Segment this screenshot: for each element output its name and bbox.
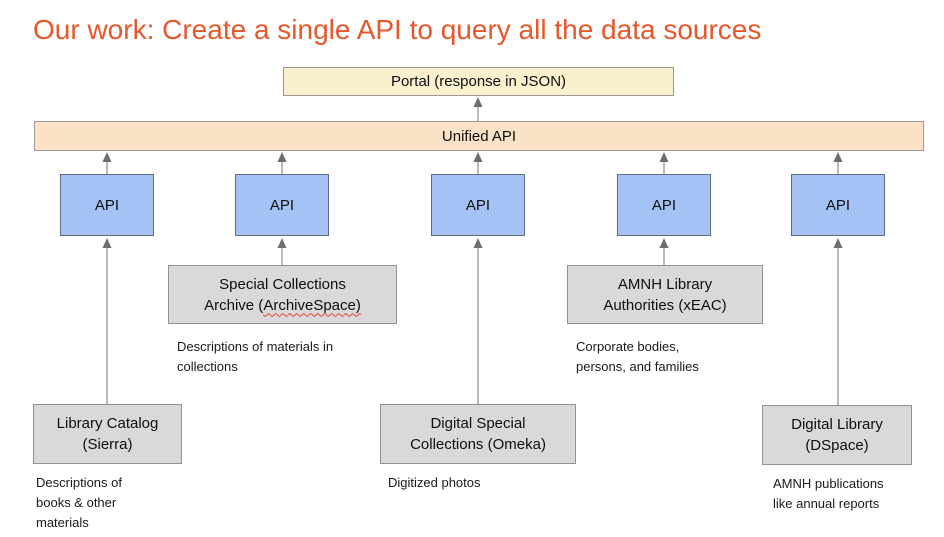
caption-digital-special-collections: Digitized photos (388, 475, 481, 490)
source-label-line2: Archive (ArchiveSpace) (204, 296, 361, 314)
portal-label: Portal (response in JSON) (390, 73, 567, 90)
unified-api-bar: Unified API (34, 121, 924, 151)
source-box-digital-special-collections: Digital Special Collections (Omeka) (380, 404, 576, 464)
caption-special-collections: Descriptions of materials in collections (177, 339, 334, 374)
source-box-amnh-authorities: AMNH Library Authorities (xEAC) (567, 265, 763, 324)
api-label: API (825, 196, 851, 214)
source-label: Digital Library (DSpace) (791, 416, 883, 454)
api-box-omeka: API (431, 174, 525, 236)
api-box-xeac: API (617, 174, 711, 236)
source-label-line1: Special Collections (219, 275, 346, 293)
source-label: Library Catalog (Sierra) (56, 415, 159, 453)
source-box-special-collections: Special Collections Archive (ArchiveSpac… (168, 265, 397, 324)
source-box-library-catalog: Library Catalog (Sierra) (33, 404, 182, 464)
portal-box: Portal (response in JSON) (283, 67, 674, 96)
api-label: API (269, 196, 295, 214)
source-box-digital-library: Digital Library (DSpace) (762, 405, 912, 465)
caption-library-catalog: Descriptions of books & other materials (36, 475, 122, 530)
api-box-dspace: API (791, 174, 885, 236)
api-box-archivespace: API (235, 174, 329, 236)
api-label: API (94, 196, 120, 214)
slide-title: Our work: Create a single API to query a… (33, 14, 762, 45)
api-label: API (651, 196, 677, 214)
api-label: API (465, 196, 491, 214)
spellcheck-underlined-text: ArchiveSpace) (263, 296, 361, 314)
api-box-sierra: API (60, 174, 154, 236)
source-label: Digital Special Collections (Omeka) (410, 415, 546, 453)
caption-digital-library: AMNH publications like annual reports (773, 476, 884, 511)
source-label: AMNH Library Authorities (xEAC) (603, 275, 727, 314)
caption-amnh-authorities: Corporate bodies, persons, and families (576, 339, 699, 374)
unified-api-label: Unified API (441, 127, 517, 145)
